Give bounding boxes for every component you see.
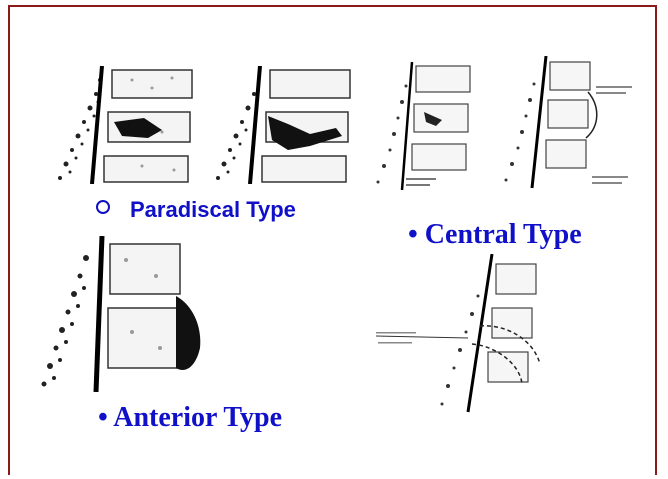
central-spine-illustration-3 bbox=[372, 254, 562, 414]
central-spine-illustration-2 bbox=[500, 56, 648, 196]
central-spine-illustration-1 bbox=[372, 62, 482, 198]
paradiscal-type-text: Paradiscal Type bbox=[130, 197, 296, 222]
anterior-spine-illustration bbox=[36, 236, 216, 392]
paradiscal-type-label: Paradiscal Type bbox=[96, 197, 296, 223]
anterior-type-label: • Anterior Type bbox=[98, 402, 282, 434]
paradiscal-spine-illustration-1 bbox=[52, 66, 200, 184]
paradiscal-spine-illustration-2 bbox=[210, 66, 360, 184]
circle-bullet-icon bbox=[96, 200, 110, 214]
central-type-label: • Central Type bbox=[408, 219, 582, 251]
